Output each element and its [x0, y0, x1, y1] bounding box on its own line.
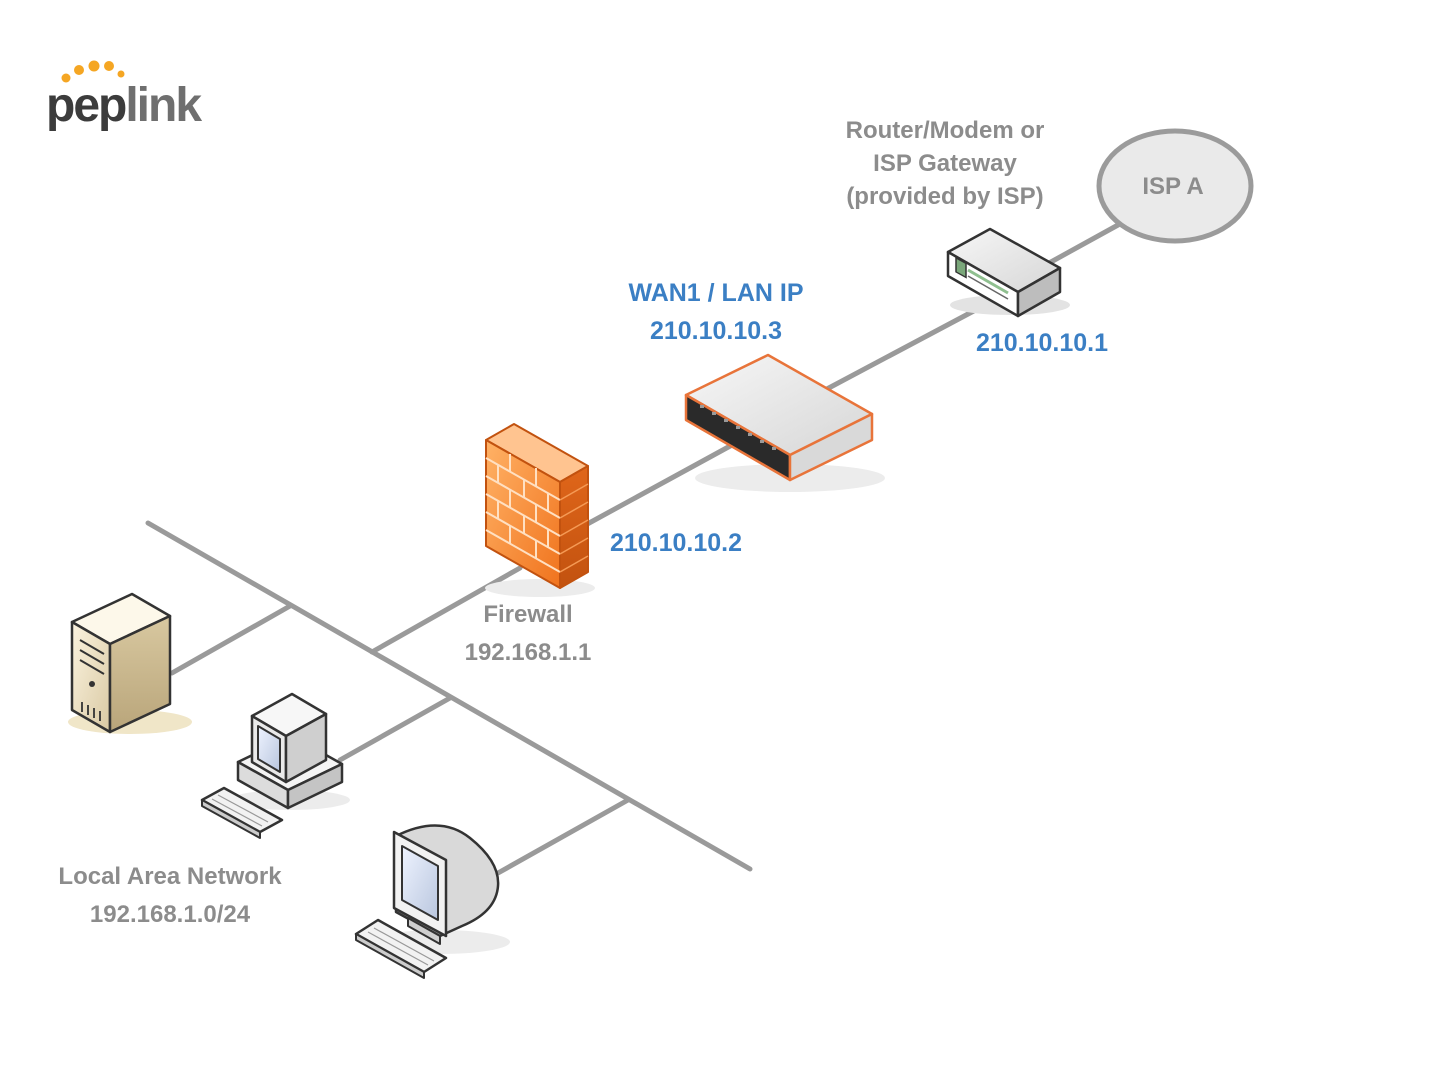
logo-text-secondary: link — [125, 79, 202, 132]
line-bus-to-server — [169, 603, 293, 676]
firewall-label: Firewall 192.168.1.1 — [438, 596, 618, 672]
lan-title: Local Area Network — [58, 863, 282, 890]
firewall-inside-ip: 192.168.1.1 — [464, 639, 592, 666]
peplink-router-icon — [684, 353, 885, 492]
peplink-logo-icon — [61, 60, 125, 83]
isp-gateway-label-line-1: Router/Modem or — [845, 117, 1045, 144]
line-isp-to-gateway — [1037, 222, 1121, 271]
isp-gateway-ip: 210.10.10.1 — [975, 329, 1109, 357]
lan-label: Local Area Network 192.168.1.0/24 — [30, 858, 310, 934]
isp-gateway-label-line-2: ISP Gateway — [873, 150, 1017, 177]
isp-gateway-label: Router/Modem or ISP Gateway (provided by… — [820, 114, 1070, 213]
firewall-outside-ip: 210.10.10.2 — [609, 529, 743, 557]
line-gateway-to-router — [822, 302, 988, 393]
isp-label: ISP A — [1142, 173, 1203, 200]
isp-node: ISP A — [1096, 128, 1254, 244]
line-bus-to-desktop — [495, 797, 631, 876]
workstation-icon — [200, 692, 350, 839]
desktop-computer-icon — [354, 824, 510, 979]
firewall-title: Firewall — [483, 601, 573, 628]
server-icon — [68, 592, 192, 734]
line-bus-to-workstation — [337, 695, 453, 763]
router-wan-label: WAN1 / LAN IP 210.10.10.3 — [606, 274, 826, 350]
lan-subnet: 192.168.1.0/24 — [89, 901, 251, 928]
isp-gateway-icon — [946, 227, 1070, 318]
firewall-icon — [485, 423, 595, 597]
connection-lines — [145, 222, 1121, 876]
logo-text-primary: pep — [46, 79, 127, 132]
peplink-logo: peplink — [46, 78, 202, 133]
line-router-to-firewall — [577, 442, 735, 531]
router-wan-title: WAN1 / LAN IP — [628, 279, 804, 307]
isp-gateway-label-line-3: (provided by ISP) — [846, 183, 1044, 210]
router-wan-ip: 210.10.10.3 — [649, 317, 783, 345]
line-firewall-to-lan-bus — [369, 565, 523, 655]
